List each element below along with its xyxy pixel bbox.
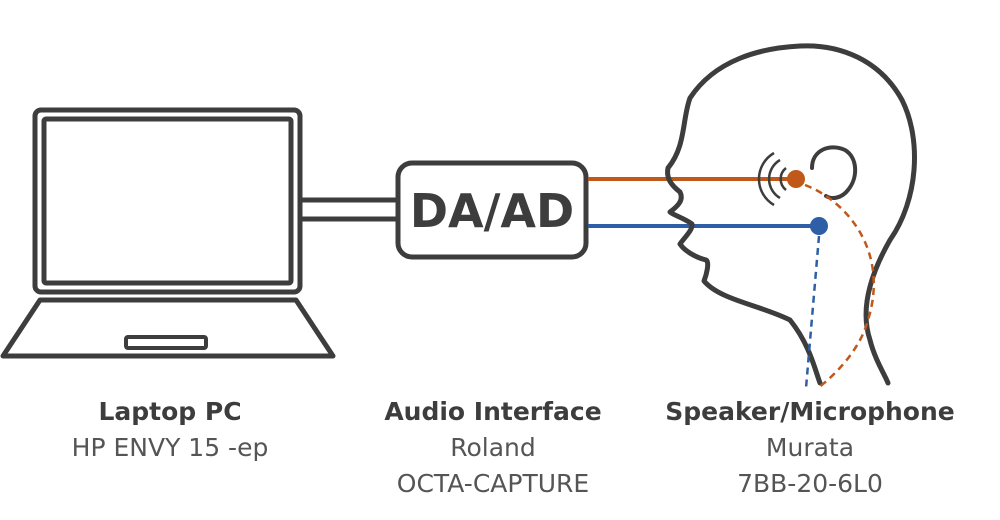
speaker-mic-model: 7BB-20-6L0 <box>737 469 883 498</box>
laptop-icon <box>0 107 336 359</box>
audio-interface-title: Audio Interface <box>384 397 602 426</box>
speaker-point <box>787 170 805 188</box>
speaker-mic-title: Speaker/Microphone <box>665 397 955 426</box>
speaker-mic-maker: Murata <box>765 433 855 462</box>
speaker-cable-dashed <box>804 183 875 389</box>
head-profile-icon <box>665 43 917 386</box>
microphone-cable-dashed <box>804 235 821 389</box>
speaker-mic-caption: Speaker/Microphone Murata 7BB-20-6L0 <box>650 394 970 502</box>
audio-interface-caption: Audio Interface Roland OCTA-CAPTURE <box>343 394 643 502</box>
microphone-point <box>810 217 828 235</box>
da-ad-label: DA/AD <box>410 184 574 238</box>
da-ad-box: DA/AD <box>395 160 589 260</box>
audio-interface-model: OCTA-CAPTURE <box>396 469 590 498</box>
audio-interface-maker: Roland <box>450 433 536 462</box>
laptop-model: HP ENVY 15 -ep <box>71 433 269 462</box>
laptop-title: Laptop PC <box>98 397 242 426</box>
usb-cable <box>300 197 396 222</box>
laptop-caption: Laptop PC HP ENVY 15 -ep <box>20 394 320 466</box>
sound-waves-icon <box>757 151 787 207</box>
